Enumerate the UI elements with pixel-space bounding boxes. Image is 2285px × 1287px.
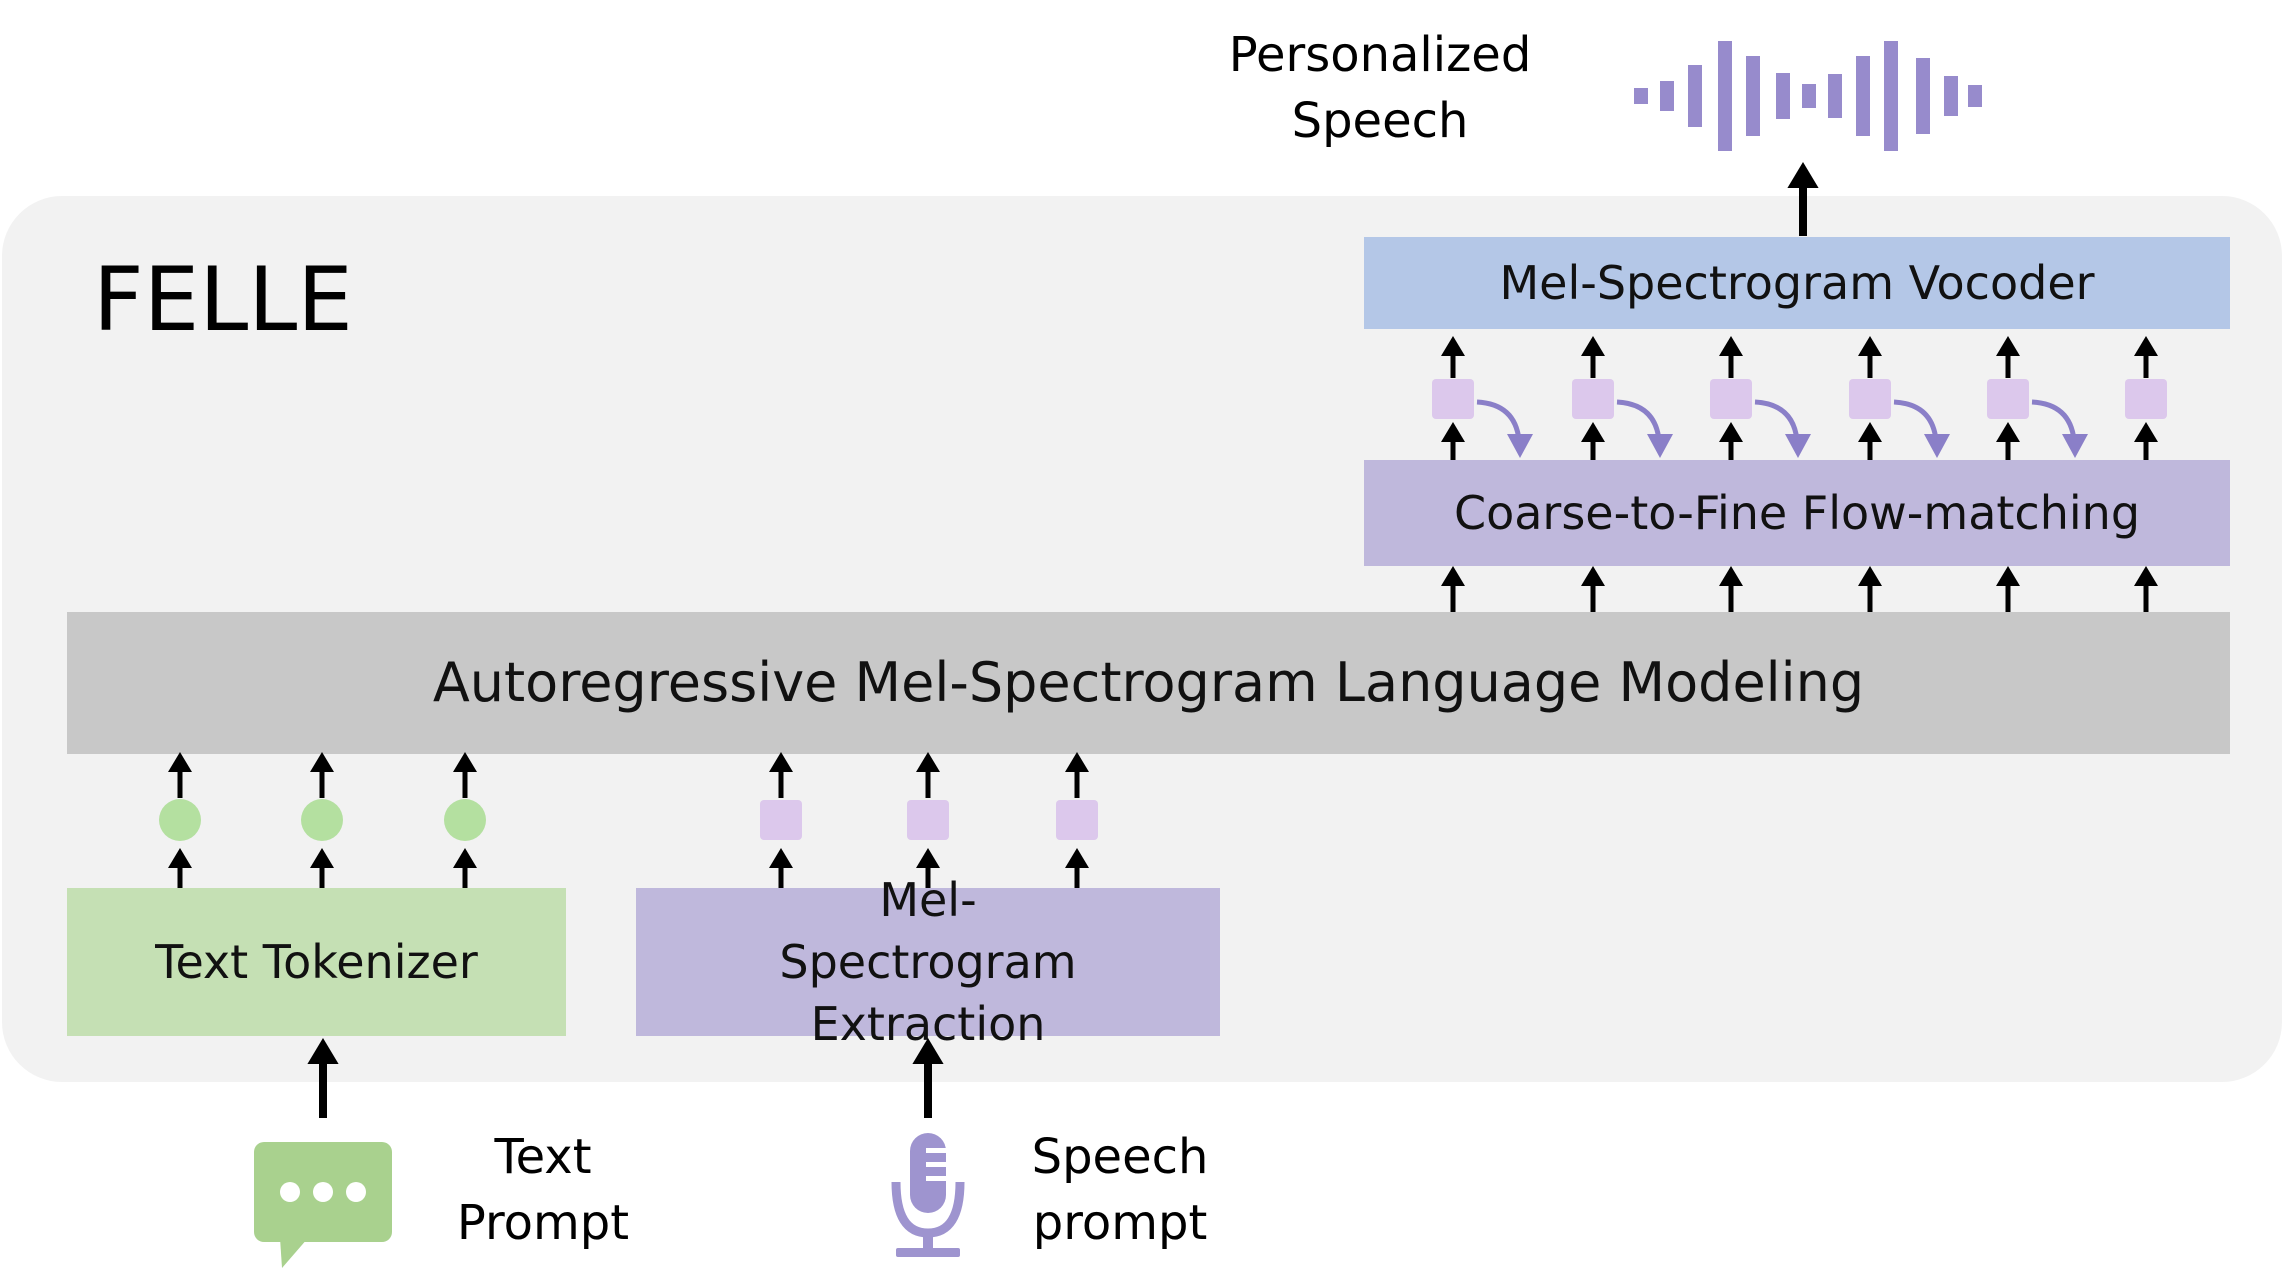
lm-flow-arrow-4-head [1996, 566, 2020, 586]
lm-flow-arrow-0-head [1441, 566, 1465, 586]
output-label: Personalized Speech [1228, 27, 1532, 150]
vocoder-label: Mel-Spectrogram Vocoder [1499, 255, 2095, 310]
wave-bar [1746, 56, 1760, 136]
wave-bar [1856, 56, 1870, 136]
recurrent-curve-head-2 [1785, 434, 1811, 458]
token-arrow-1-head [310, 752, 334, 772]
language-model-label: Autoregressive Mel-Spectrogram Language … [432, 650, 1865, 714]
chat-bubble-icon [254, 1142, 392, 1268]
language-model-block: Autoregressive Mel-Spectrogram Language … [67, 612, 2230, 754]
mel-arrow-2-head [1065, 848, 1089, 868]
token-arrow-0-head [168, 752, 192, 772]
wave-bar [1660, 81, 1674, 111]
text-token-1 [301, 799, 343, 841]
sound-wave-icon [1634, 41, 1982, 151]
flow-token-3 [1849, 379, 1891, 419]
flow-token-2 [1710, 379, 1752, 419]
vocoder-arrow-3-head [1858, 336, 1882, 356]
wave-bar [1828, 74, 1842, 118]
text-tokenizer-label: Text Tokenizer [155, 934, 478, 989]
wave-bar [1968, 85, 1982, 107]
text-tokenizer-block: Text Tokenizer [67, 888, 566, 1036]
flow-arrow-0-head [1441, 422, 1465, 442]
recurrent-curve-head-4 [2062, 434, 2088, 458]
microphone-icon [891, 1133, 965, 1257]
lm-flow-arrow-3-head [1858, 566, 1882, 586]
recurrent-curve-head-0 [1507, 434, 1533, 458]
vocoder-arrow-1-head [1581, 336, 1605, 356]
recurrent-curve-1 [1616, 399, 1662, 441]
tokenizer-arrow-2-head [453, 848, 477, 868]
flow-token-4 [1987, 379, 2029, 419]
wave-bar [1802, 84, 1816, 108]
wave-bar [1688, 65, 1702, 127]
lm-flow-arrow-2-head [1719, 566, 1743, 586]
recurrent-curve-head-3 [1924, 434, 1950, 458]
flow-arrow-2-head [1719, 422, 1743, 442]
flow-arrow-1-head [1581, 422, 1605, 442]
flow-arrow-4-head [1996, 422, 2020, 442]
mel-arrow-1-head [916, 848, 940, 868]
vocoder-arrow-0-head [1441, 336, 1465, 356]
mel-arrow-0-head [769, 848, 793, 868]
recurrent-curve-2 [1754, 399, 1800, 441]
wave-bar [1776, 73, 1790, 119]
token-arrow-2-head [453, 752, 477, 772]
tokenizer-arrow-1-head [310, 848, 334, 868]
flow-matching-block: Coarse-to-Fine Flow-matching [1364, 460, 2230, 566]
recurrent-curve-4 [2031, 399, 2077, 441]
text-prompt-arrow-head [307, 1038, 339, 1064]
lm-flow-arrow-5-head [2134, 566, 2158, 586]
mel-token-1 [907, 800, 949, 840]
flow-token-1 [1572, 379, 1614, 419]
wave-bar [1718, 41, 1732, 151]
wave-bar [1884, 41, 1898, 151]
mel-token-arrow-1-head [916, 752, 940, 772]
lm-flow-arrow-1-head [1581, 566, 1605, 586]
model-title: FELLE [93, 248, 353, 351]
tokenizer-arrow-0-head [168, 848, 192, 868]
mel-token-arrow-2-head [1065, 752, 1089, 772]
flow-arrow-5-head [2134, 422, 2158, 442]
flow-matching-label: Coarse-to-Fine Flow-matching [1453, 485, 2141, 540]
speech-prompt-label: Speech prompt [1031, 1129, 1209, 1252]
recurrent-curve-3 [1893, 399, 1939, 441]
flow-token-0 [1432, 379, 1474, 419]
wave-bar [1634, 88, 1648, 104]
vocoder-arrow-4-head [1996, 336, 2020, 356]
vocoder-block: Mel-Spectrogram Vocoder [1364, 237, 2230, 329]
recurrent-curve-0 [1476, 399, 1522, 441]
mel-token-2 [1056, 800, 1098, 840]
text-prompt-label: Text Prompt [456, 1129, 630, 1252]
text-token-2 [444, 799, 486, 841]
wave-bar [1916, 58, 1930, 134]
mel-token-arrow-0-head [769, 752, 793, 772]
vocoder-arrow-2-head [1719, 336, 1743, 356]
speech-prompt-arrow-head [912, 1038, 944, 1064]
recurrent-curve-head-1 [1647, 434, 1673, 458]
wave-bar [1944, 76, 1958, 116]
flow-token-5 [2125, 379, 2167, 419]
vocoder-arrow-5-head [2134, 336, 2158, 356]
output-arrow-head [1787, 162, 1819, 188]
mel-token-0 [760, 800, 802, 840]
flow-arrow-3-head [1858, 422, 1882, 442]
text-token-0 [159, 799, 201, 841]
